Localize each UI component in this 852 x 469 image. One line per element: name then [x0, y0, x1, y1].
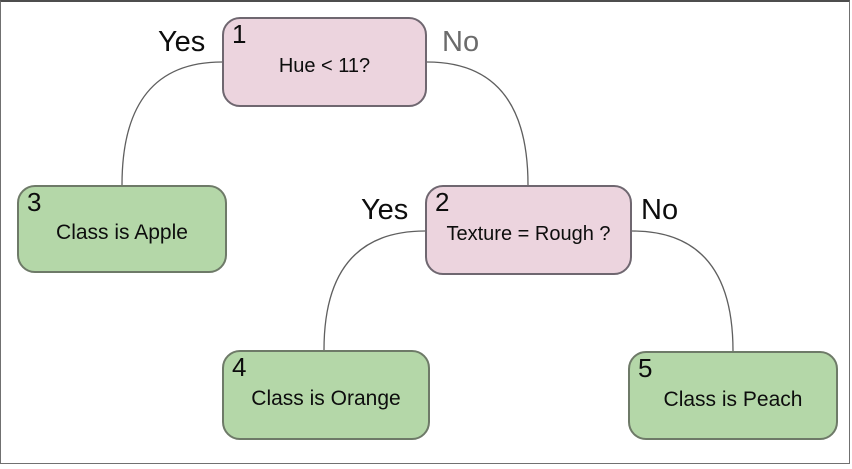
node-label: Class is Orange: [251, 387, 401, 410]
node-label: Texture = Rough ?: [446, 222, 611, 245]
edge-label-no-root: No: [442, 26, 480, 58]
leaf-node-apple: 3 Class is Apple: [17, 185, 227, 273]
node-label: Class is Peach: [663, 387, 803, 411]
node-number: 4: [232, 352, 247, 382]
decision-node-texture: 2 Texture = Rough ?: [425, 185, 632, 275]
edge-1-to-2: [426, 61, 529, 186]
edge-1-to-3: [121, 61, 223, 186]
node-label: Hue < 11?: [278, 54, 371, 77]
edge-label-yes-texture: Yes: [361, 194, 409, 226]
edge-2-to-4: [323, 230, 426, 351]
leaf-node-orange: 4 Class is Orange: [222, 350, 430, 440]
edge-label-no-texture: No: [641, 194, 679, 226]
node-number: 2: [435, 187, 450, 217]
node-number: 5: [638, 353, 653, 383]
edge-2-to-5: [631, 230, 734, 352]
node-number: 3: [27, 187, 42, 217]
decision-node-hue: 1 Hue < 11?: [222, 17, 427, 107]
leaf-node-peach: 5 Class is Peach: [628, 351, 838, 440]
node-label: Class is Apple: [56, 221, 188, 244]
node-number: 1: [232, 19, 247, 49]
edge-label-yes-root: Yes: [158, 26, 206, 58]
